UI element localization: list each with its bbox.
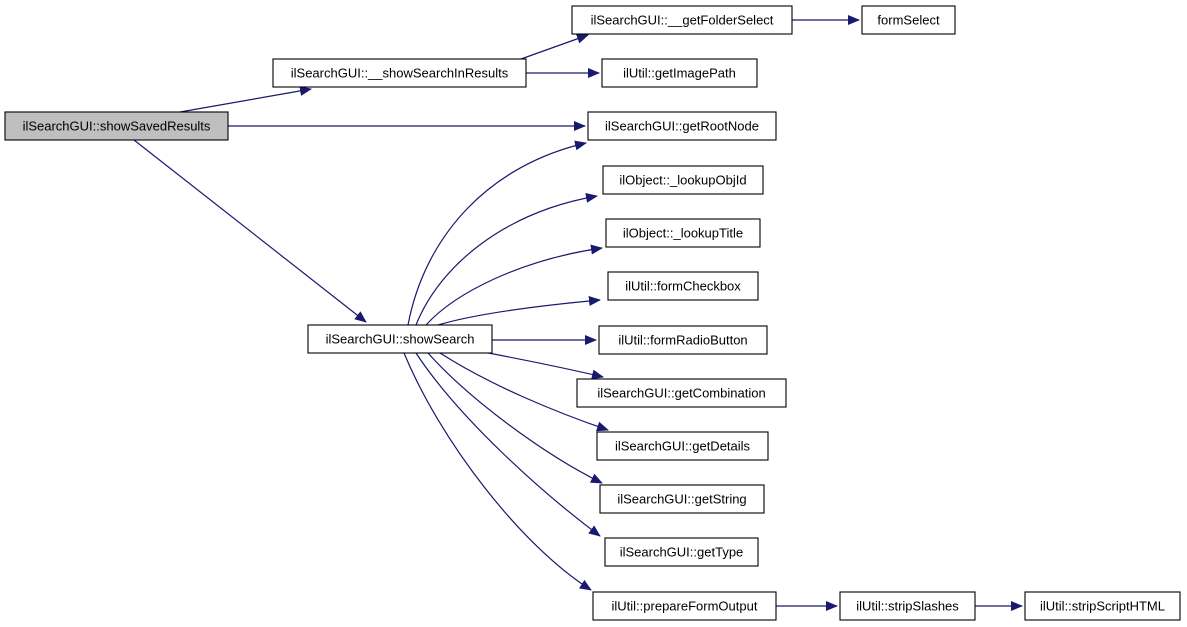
node-formSelect[interactable]: formSelect [861, 5, 956, 35]
node-box-formCheckbox[interactable] [607, 271, 759, 301]
node-label-prepareFormOutput: ilUtil::prepareFormOutput [612, 599, 758, 614]
node-showSearch[interactable]: ilSearchGUI::showSearch [307, 324, 493, 354]
node-label-stripSlashes: ilUtil::stripSlashes [856, 599, 959, 614]
node-box-showSearch[interactable] [307, 324, 493, 354]
node-getFolderSelect[interactable]: ilSearchGUI::__getFolderSelect [571, 5, 793, 35]
node-box-stripScriptHTML[interactable] [1024, 591, 1181, 621]
node-stripScriptHTML[interactable]: ilUtil::stripScriptHTML [1024, 591, 1181, 621]
edge-showSearchInResults-getFolderSelect [520, 34, 589, 60]
node-label-getCombination: ilSearchGUI::getCombination [597, 386, 765, 401]
node-box-formRadioButton[interactable] [598, 325, 768, 355]
node-box-stripSlashes[interactable] [839, 591, 976, 621]
node-box-lookupObjId[interactable] [602, 165, 764, 195]
node-lookupObjId[interactable]: ilObject::_lookupObjId [602, 165, 764, 195]
node-label-lookupTitle: ilObject::_lookupTitle [623, 226, 743, 241]
node-box-getFolderSelect[interactable] [571, 5, 793, 35]
node-getRootNode[interactable]: ilSearchGUI::getRootNode [587, 111, 777, 141]
edge-showSearch-getDetails [439, 352, 609, 432]
node-getCombination[interactable]: ilSearchGUI::getCombination [576, 378, 787, 408]
node-prepareFormOutput[interactable]: ilUtil::prepareFormOutput [592, 591, 777, 621]
node-stripSlashes[interactable]: ilUtil::stripSlashes [839, 591, 976, 621]
node-lookupTitle[interactable]: ilObject::_lookupTitle [605, 218, 761, 248]
node-box-lookupTitle[interactable] [605, 218, 761, 248]
node-box-getDetails[interactable] [596, 431, 769, 461]
node-box-prepareFormOutput[interactable] [592, 591, 777, 621]
node-box-showSearchInResults[interactable] [272, 58, 527, 88]
node-label-formRadioButton: ilUtil::formRadioButton [618, 333, 747, 348]
node-showSavedResults: ilSearchGUI::showSavedResults [4, 111, 229, 141]
node-label-getType: ilSearchGUI::getType [620, 545, 744, 560]
node-box-getImagePath[interactable] [601, 58, 758, 88]
edge-showSearch-getCombination [477, 350, 604, 380]
node-showSearchInResults[interactable]: ilSearchGUI::__showSearchInResults [272, 58, 527, 88]
node-box-showSavedResults [4, 111, 229, 141]
node-box-getCombination[interactable] [576, 378, 787, 408]
edge-showSavedResults-showSearchInResults [179, 85, 312, 113]
node-box-formSelect[interactable] [861, 5, 956, 35]
node-label-showSavedResults: ilSearchGUI::showSavedResults [23, 119, 211, 134]
node-label-lookupObjId: ilObject::_lookupObjId [619, 173, 746, 188]
nodes-layer: ilSearchGUI::showSavedResultsilSearchGUI… [4, 5, 1181, 621]
edge-showSearch-lookupObjId [415, 192, 598, 326]
node-getDetails[interactable]: ilSearchGUI::getDetails [596, 431, 769, 461]
node-getType[interactable]: ilSearchGUI::getType [604, 537, 759, 567]
node-label-getFolderSelect: ilSearchGUI::__getFolderSelect [591, 13, 774, 28]
node-label-stripScriptHTML: ilUtil::stripScriptHTML [1040, 599, 1165, 614]
edge-showSearch-prepareFormOutput [403, 352, 592, 591]
node-label-getImagePath: ilUtil::getImagePath [623, 66, 736, 81]
edge-showSearch-getString [427, 352, 603, 484]
node-formCheckbox[interactable]: ilUtil::formCheckbox [607, 271, 759, 301]
node-box-getRootNode[interactable] [587, 111, 777, 141]
node-box-getType[interactable] [604, 537, 759, 567]
edge-showSavedResults-showSearch [133, 139, 367, 323]
edge-showSearch-getRootNode [407, 140, 587, 326]
edge-showSearch-formCheckbox [437, 296, 601, 326]
node-label-showSearch: ilSearchGUI::showSearch [326, 332, 475, 347]
node-label-getDetails: ilSearchGUI::getDetails [615, 439, 751, 454]
node-label-getString: ilSearchGUI::getString [617, 492, 746, 507]
edge-showSearch-lookupTitle [425, 244, 603, 326]
node-label-formCheckbox: ilUtil::formCheckbox [625, 279, 741, 294]
node-getImagePath[interactable]: ilUtil::getImagePath [601, 58, 758, 88]
node-getString[interactable]: ilSearchGUI::getString [599, 484, 765, 514]
edges-layer [133, 15, 1023, 611]
node-label-formSelect: formSelect [877, 13, 940, 28]
node-label-getRootNode: ilSearchGUI::getRootNode [605, 119, 759, 134]
edge-showSearch-getType [415, 352, 601, 537]
node-box-getString[interactable] [599, 484, 765, 514]
node-formRadioButton[interactable]: ilUtil::formRadioButton [598, 325, 768, 355]
node-label-showSearchInResults: ilSearchGUI::__showSearchInResults [291, 66, 509, 81]
